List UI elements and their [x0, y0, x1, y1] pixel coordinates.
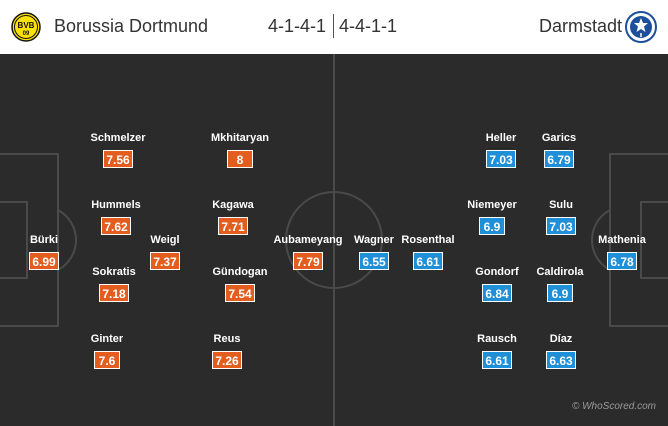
player-name: Bürki	[29, 234, 59, 246]
player-rating: 6.61	[413, 252, 443, 270]
home-formation: 4-1-4-1	[268, 16, 327, 36]
home-player[interactable]: Hummels 7.62	[81, 199, 151, 236]
player-name: Mathenia	[598, 234, 646, 246]
home-player[interactable]: Bürki 6.99	[9, 234, 79, 271]
svg-text:BVB: BVB	[18, 21, 35, 30]
player-name: Hummels	[91, 199, 141, 211]
player-name: Sulu	[549, 199, 573, 211]
player-name: Wagner	[354, 234, 394, 246]
away-player[interactable]: Niemeyer 6.9	[457, 199, 527, 236]
player-name: Heller	[485, 132, 517, 144]
player-rating: 6.78	[607, 252, 637, 270]
whoscored-watermark: © WhoScored.com	[571, 401, 656, 412]
pitch: Bürki 6.99 Schmelzer 7.56 Hummels 7.62 S…	[0, 54, 668, 426]
away-player[interactable]: Garics 6.79	[524, 132, 594, 169]
home-player[interactable]: Aubameyang 7.79	[273, 234, 343, 271]
home-player[interactable]: Schmelzer 7.56	[83, 132, 153, 169]
away-player[interactable]: Wagner 6.55	[339, 234, 409, 271]
bvb-crest-icon: BVB 09	[11, 12, 41, 42]
player-name: Gondorf	[475, 266, 519, 278]
player-rating: 6.63	[546, 351, 576, 369]
darmstadt-crest-icon	[625, 11, 657, 43]
player-rating: 7.03	[486, 150, 516, 168]
player-rating: 7.56	[103, 150, 133, 168]
home-player[interactable]: Kagawa 7.71	[198, 199, 268, 236]
home-player[interactable]: Sokratis 7.18	[79, 266, 149, 303]
player-name: Kagawa	[212, 199, 254, 211]
player-rating: 7.54	[225, 284, 255, 302]
away-player[interactable]: Sulu 7.03	[526, 199, 596, 236]
player-name: Sokratis	[92, 266, 136, 278]
player-name: Weigl	[150, 234, 180, 246]
player-name: Niemeyer	[467, 199, 517, 211]
player-rating: 7.62	[101, 217, 131, 235]
player-name: Rosenthal	[401, 234, 455, 246]
player-name: Aubameyang	[273, 234, 343, 246]
player-name: Rausch	[477, 333, 517, 345]
away-player[interactable]: Mathenia 6.78	[587, 234, 657, 271]
player-name: Ginter	[90, 333, 124, 345]
away-player[interactable]: Heller 7.03	[466, 132, 536, 169]
match-header: BVB 09 Borussia Dortmund 4-1-4-1 4-4-1-1…	[0, 0, 668, 54]
player-rating: 7.18	[99, 284, 129, 302]
away-player[interactable]: Rausch 6.61	[462, 333, 532, 370]
away-player[interactable]: Rosenthal 6.61	[393, 234, 463, 271]
player-rating: 6.61	[482, 351, 512, 369]
home-player[interactable]: Mkhitaryan 8	[205, 132, 275, 169]
home-player[interactable]: Weigl 7.37	[130, 234, 200, 271]
player-rating: 6.79	[544, 150, 574, 168]
svg-text:09: 09	[23, 31, 30, 37]
player-name: Reus	[213, 333, 241, 345]
player-rating: 6.55	[359, 252, 389, 270]
away-formation: 4-4-1-1	[339, 16, 398, 36]
formation-divider	[333, 14, 334, 38]
player-name: Garics	[541, 132, 577, 144]
player-rating: 6.84	[482, 284, 512, 302]
player-rating: 6.99	[29, 252, 59, 270]
player-name: Schmelzer	[90, 132, 146, 144]
player-name: Caldirola	[536, 266, 584, 278]
player-rating: 7.37	[150, 252, 180, 270]
player-rating: 6.9	[547, 284, 573, 302]
player-rating: 7.6	[94, 351, 120, 369]
home-player[interactable]: Ginter 7.6	[72, 333, 142, 370]
player-rating: 7.03	[546, 217, 576, 235]
pitch-markings	[0, 54, 668, 426]
home-player[interactable]: Reus 7.26	[192, 333, 262, 370]
player-rating: 8	[227, 150, 253, 168]
away-team-name[interactable]: Darmstadt	[538, 16, 622, 36]
player-rating: 6.9	[479, 217, 505, 235]
player-name: Gündogan	[212, 266, 268, 278]
player-rating: 7.26	[212, 351, 242, 369]
away-player[interactable]: Gondorf 6.84	[462, 266, 532, 303]
away-player[interactable]: Díaz 6.63	[526, 333, 596, 370]
player-name: Díaz	[549, 333, 573, 345]
player-rating: 7.71	[218, 217, 248, 235]
away-player[interactable]: Caldirola 6.9	[525, 266, 595, 303]
player-name: Mkhitaryan	[210, 132, 270, 144]
player-rating: 7.79	[293, 252, 323, 270]
home-team-name[interactable]: Borussia Dortmund	[54, 16, 209, 36]
home-player[interactable]: Gündogan 7.54	[205, 266, 275, 303]
